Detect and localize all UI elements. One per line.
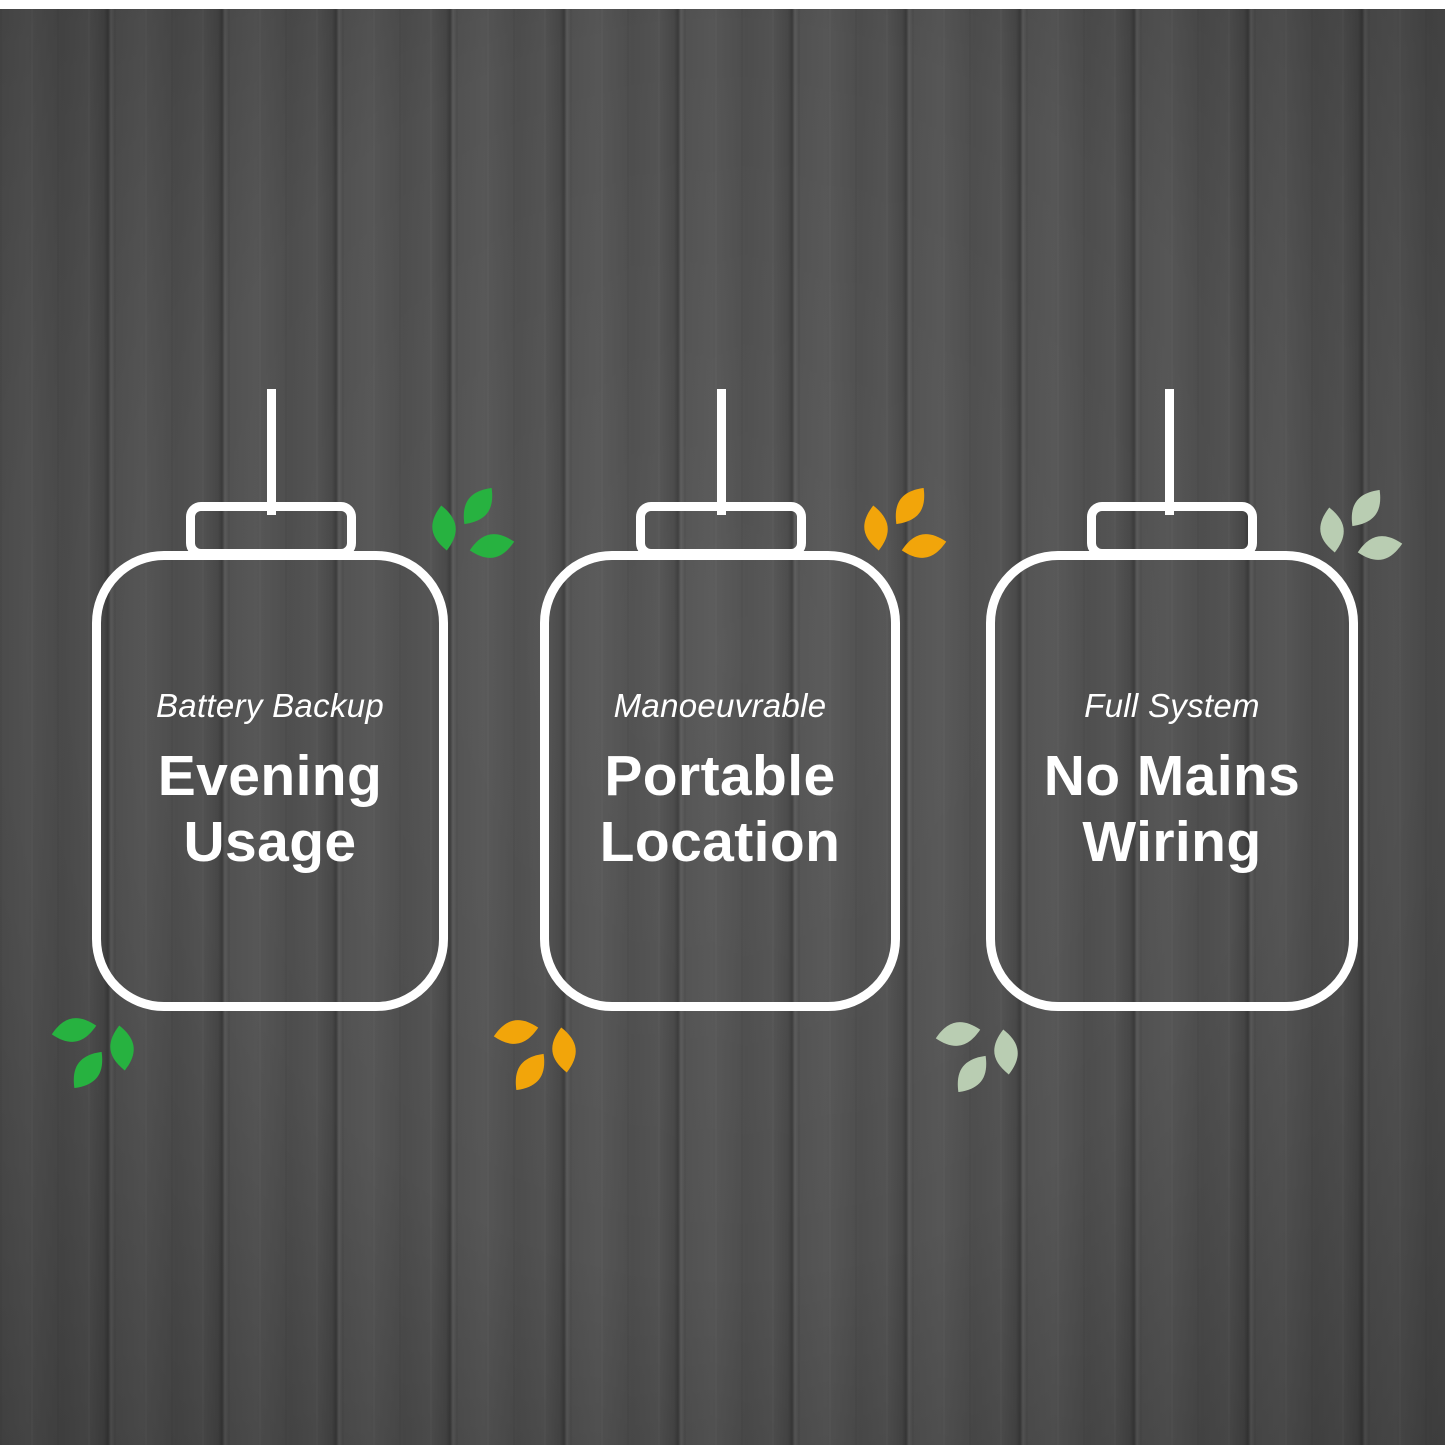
- lantern-cord-1: [267, 389, 276, 515]
- lantern-cord-2: [717, 389, 726, 515]
- lantern-cord-3: [1165, 389, 1174, 515]
- card-title-line1: No Mains: [1043, 743, 1301, 808]
- leaf-cluster-icon: [935, 1022, 1018, 1092]
- lantern-cap-2: [636, 502, 806, 558]
- leaf-cluster-icon: [432, 488, 515, 558]
- lantern-card-no-mains-wiring: Full System No Mains Wiring: [986, 551, 1358, 1011]
- card-title-line2: Wiring: [1082, 810, 1262, 874]
- leaf-cluster-icon: [864, 488, 947, 558]
- card-subtitle: Full System: [1084, 686, 1260, 724]
- card-subtitle: Battery Backup: [156, 686, 384, 724]
- lantern-cap-3: [1087, 502, 1257, 558]
- hanging-rail: [0, 0, 1445, 9]
- card-title-line1: Evening: [157, 743, 383, 808]
- lantern-card-evening-usage: Battery Backup Evening Usage: [92, 551, 448, 1011]
- lantern-card-portable-location: Manoeuvrable Portable Location: [540, 551, 900, 1011]
- lantern-cap-1: [186, 502, 356, 558]
- card-title-line1: Portable: [604, 743, 836, 808]
- card-title-line2: Location: [599, 810, 841, 874]
- leaf-cluster-icon: [51, 1018, 134, 1088]
- leaf-cluster-icon: [1320, 490, 1403, 560]
- card-title-line2: Usage: [183, 810, 357, 874]
- card-subtitle: Manoeuvrable: [613, 686, 827, 724]
- leaf-cluster-icon: [493, 1020, 576, 1090]
